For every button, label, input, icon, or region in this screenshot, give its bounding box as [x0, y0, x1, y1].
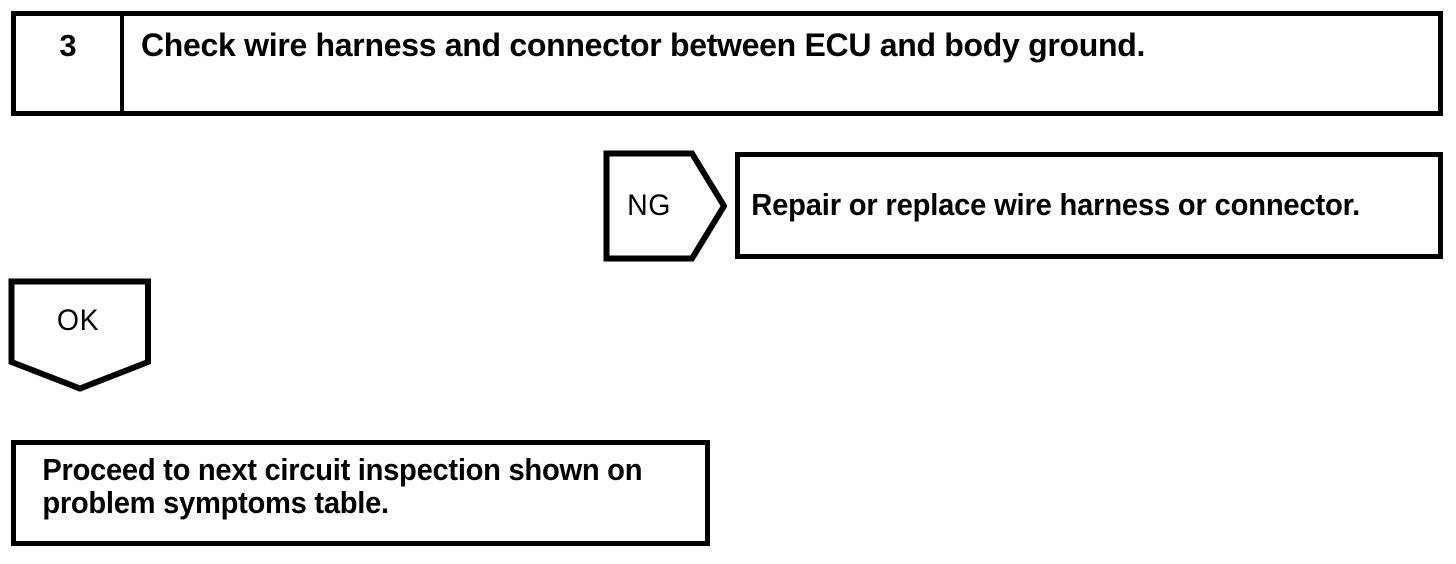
ok-result-text: Proceed to next circuit inspection shown… — [16, 445, 642, 520]
ok-branch-arrow: OK — [8, 278, 152, 392]
ok-result-box: Proceed to next circuit inspection shown… — [11, 440, 710, 546]
step-number-cell: 3 — [16, 16, 124, 111]
ng-branch-label: NG — [627, 189, 671, 222]
step-number: 3 — [59, 28, 77, 63]
ok-branch-label: OK — [56, 304, 100, 337]
step-instruction-text: Check wire harness and connector between… — [141, 27, 1146, 63]
step-box: 3 Check wire harness and connector betwe… — [11, 11, 1443, 116]
ok-result-line-2: problem symptoms table. — [42, 484, 389, 520]
ng-result-box: Repair or replace wire harness or connec… — [735, 152, 1443, 259]
ng-branch-arrow: NG — [603, 150, 727, 262]
ng-result-text: Repair or replace wire harness or connec… — [751, 187, 1361, 223]
ok-result-line-1: Proceed to next circuit inspection shown… — [42, 452, 643, 487]
step-instruction-cell: Check wire harness and connector between… — [128, 16, 1438, 111]
